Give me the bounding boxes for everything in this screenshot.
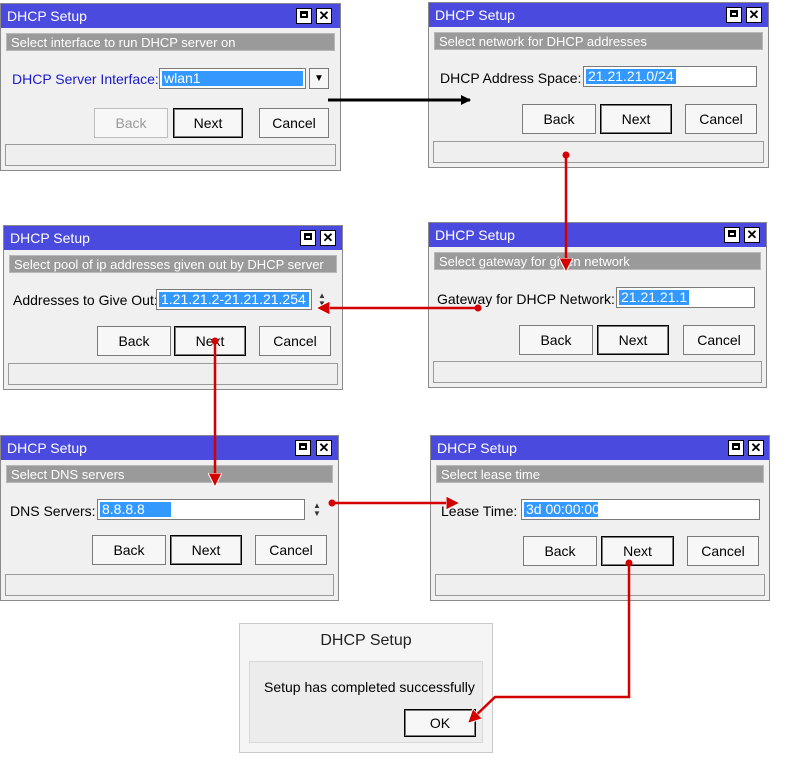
dialog-body: Setup has completed successfully OK xyxy=(249,661,483,743)
dhcp-setup-window-interface: DHCP Setup ✕ Select interface to run DHC… xyxy=(0,3,341,171)
close-icon[interactable]: ✕ xyxy=(316,440,332,456)
field-label: Gateway for DHCP Network: xyxy=(437,291,615,307)
window-titlebar: DHCP Setup xyxy=(4,226,342,250)
dns-servers-input[interactable]: 8.8.8.8 xyxy=(97,499,305,520)
status-bar xyxy=(435,574,765,596)
close-icon[interactable]: ✕ xyxy=(746,7,762,23)
next-button[interactable]: Next xyxy=(174,326,246,356)
cancel-button[interactable]: Cancel xyxy=(685,104,757,134)
field-value: 3d 00:00:00 xyxy=(524,501,600,517)
dhcp-setup-window-gateway: DHCP Setup ✕ Select gateway for given ne… xyxy=(428,222,767,388)
field-value: 8.8.8.8 xyxy=(100,502,171,517)
close-icon[interactable]: ✕ xyxy=(316,8,332,24)
status-bar xyxy=(433,141,764,163)
dhcp-address-space-input[interactable]: 21.21.21.0/24 xyxy=(583,66,757,87)
up-down-spinner-icon[interactable]: ▲▼ xyxy=(318,291,326,308)
status-bar xyxy=(5,574,334,596)
dhcp-setup-window-lease-time: DHCP Setup ✕ Select lease time Lease Tim… xyxy=(430,435,770,601)
status-bar xyxy=(433,361,762,383)
back-button[interactable]: Back xyxy=(523,536,597,566)
status-bar xyxy=(5,144,336,166)
next-button[interactable]: Next xyxy=(601,536,674,566)
dhcp-setup-window-address-space: DHCP Setup ✕ Select network for DHCP add… xyxy=(428,2,769,168)
field-value: wlan1 xyxy=(162,71,303,86)
status-bar xyxy=(8,363,338,385)
maximize-icon[interactable] xyxy=(726,7,742,23)
cancel-button[interactable]: Cancel xyxy=(259,108,329,138)
close-icon[interactable]: ✕ xyxy=(744,227,760,243)
maximize-icon[interactable] xyxy=(295,440,311,456)
maximize-icon[interactable] xyxy=(300,230,316,246)
step-prompt: Select interface to run DHCP server on xyxy=(6,33,335,51)
cancel-button[interactable]: Cancel xyxy=(683,325,755,355)
window-titlebar: DHCP Setup xyxy=(1,4,340,28)
cancel-button[interactable]: Cancel xyxy=(259,326,331,356)
window-titlebar: DHCP Setup xyxy=(429,3,768,27)
dhcp-server-interface-select[interactable]: wlan1 xyxy=(159,68,306,89)
close-icon[interactable]: ✕ xyxy=(748,440,764,456)
close-icon[interactable]: ✕ xyxy=(320,230,336,246)
dhcp-setup-window-pool: DHCP Setup ✕ Select pool of ip addresses… xyxy=(3,225,343,390)
step-prompt: Select pool of ip addresses given out by… xyxy=(9,255,337,273)
back-button[interactable]: Back xyxy=(522,104,596,134)
step-prompt: Select DNS servers xyxy=(6,465,333,483)
field-label: DHCP Address Space: xyxy=(440,70,582,86)
window-titlebar: DHCP Setup xyxy=(1,436,338,460)
maximize-icon[interactable] xyxy=(728,440,744,456)
window-titlebar: DHCP Setup xyxy=(431,436,769,460)
field-label: DHCP Server Interface: xyxy=(12,71,159,87)
back-button[interactable]: Back xyxy=(519,325,593,355)
lease-time-input[interactable]: 3d 00:00:00 xyxy=(521,499,760,520)
dhcp-setup-complete-dialog: DHCP Setup Setup has completed successfu… xyxy=(239,623,493,753)
addresses-to-give-out-input[interactable]: 1.21.21.2-21.21.21.254 xyxy=(156,289,312,310)
back-button[interactable]: Back xyxy=(94,108,168,138)
gateway-for-dhcp-network-input[interactable]: 21.21.21.1 xyxy=(616,287,755,308)
back-button[interactable]: Back xyxy=(97,326,171,356)
maximize-icon[interactable] xyxy=(296,8,312,24)
ok-button[interactable]: OK xyxy=(404,709,476,737)
step-prompt: Select network for DHCP addresses xyxy=(434,32,763,50)
maximize-icon[interactable] xyxy=(724,227,740,243)
field-label: Lease Time: xyxy=(441,503,518,519)
next-button[interactable]: Next xyxy=(597,325,669,355)
next-button[interactable]: Next xyxy=(173,108,243,138)
window-titlebar: DHCP Setup xyxy=(429,223,766,247)
cancel-button[interactable]: Cancel xyxy=(687,536,759,566)
field-label: Addresses to Give Out: xyxy=(13,292,158,308)
next-button[interactable]: Next xyxy=(600,104,672,134)
up-down-spinner-icon[interactable]: ▲▼ xyxy=(313,501,321,518)
dhcp-setup-window-dns: DHCP Setup ✕ Select DNS servers DNS Serv… xyxy=(0,435,339,601)
field-value: 1.21.21.2-21.21.21.254 xyxy=(159,292,309,307)
back-button[interactable]: Back xyxy=(92,535,166,565)
cancel-button[interactable]: Cancel xyxy=(255,535,327,565)
step-prompt: Select gateway for given network xyxy=(434,252,761,270)
field-value: 21.21.21.1 xyxy=(619,289,690,305)
completion-message: Setup has completed successfully xyxy=(264,679,475,695)
step-prompt: Select lease time xyxy=(436,465,764,483)
field-value: 21.21.21.0/24 xyxy=(586,68,676,84)
field-label: DNS Servers: xyxy=(10,503,96,519)
next-button[interactable]: Next xyxy=(170,535,242,565)
dropdown-arrow-icon[interactable]: ▼ xyxy=(309,68,329,89)
dialog-title: DHCP Setup xyxy=(320,632,412,649)
